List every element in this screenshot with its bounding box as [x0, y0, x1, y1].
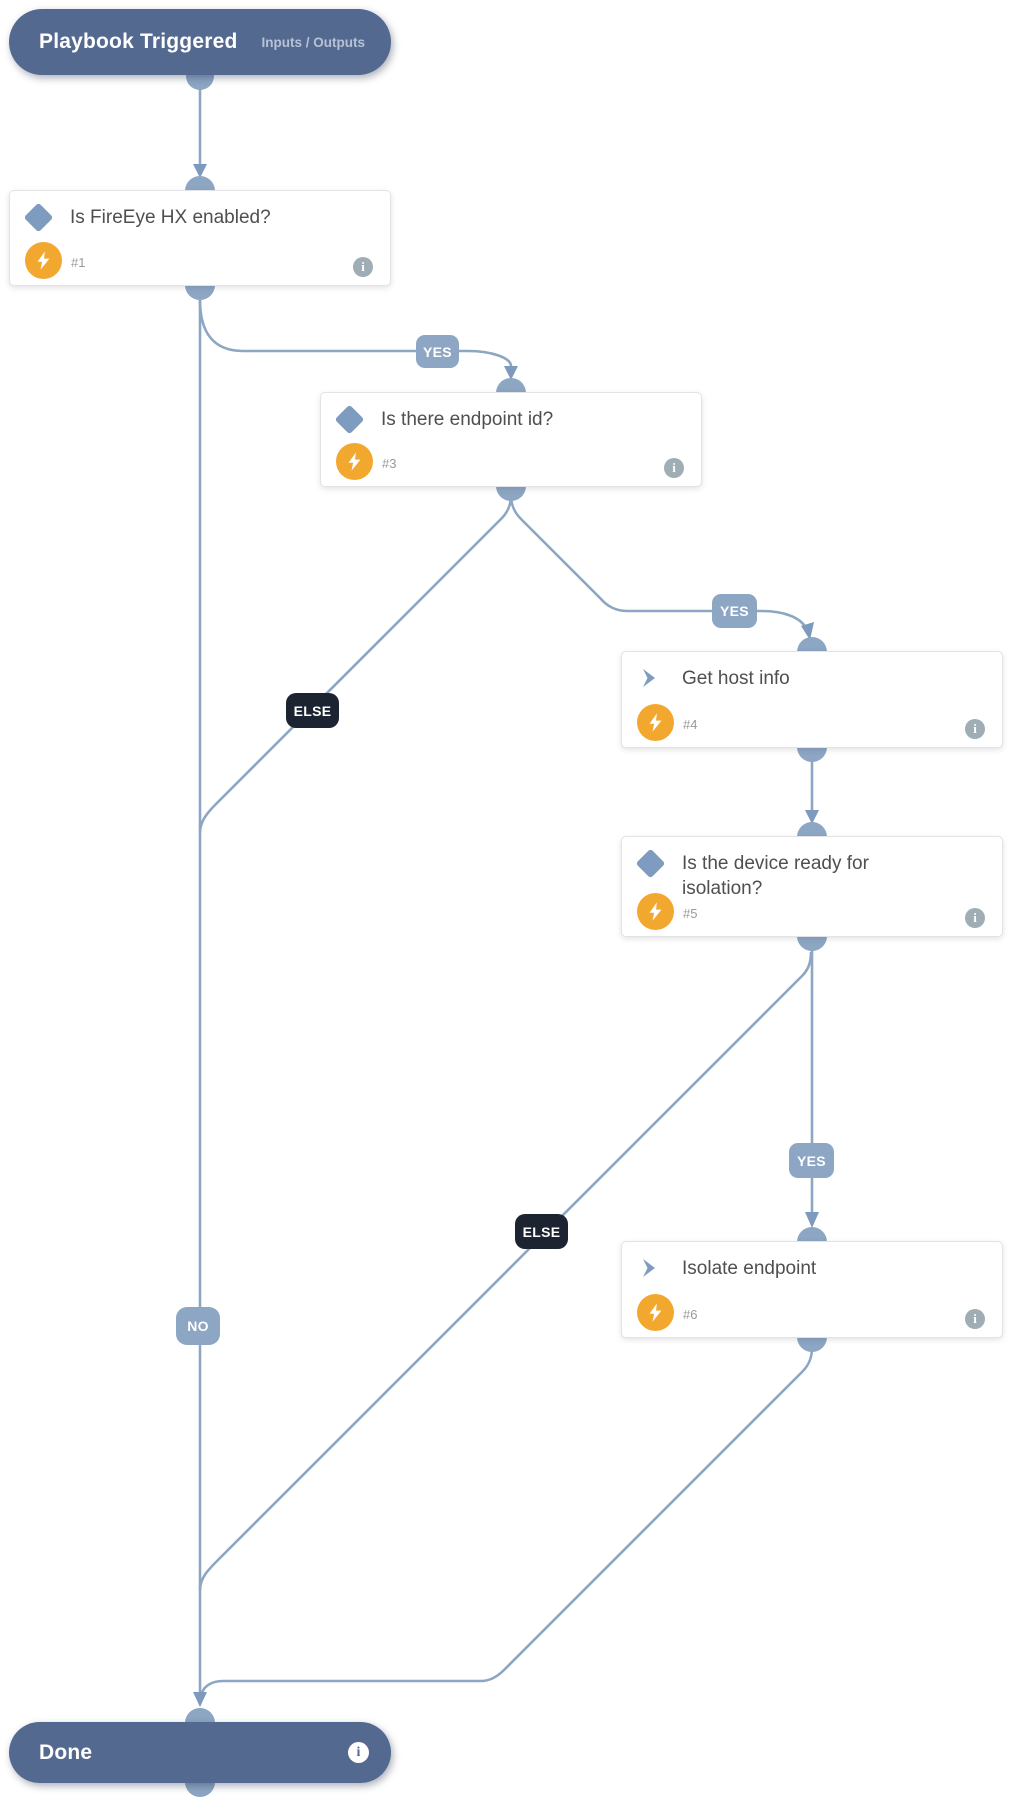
- edge-label-no[interactable]: NO: [176, 1307, 220, 1345]
- lightning-bolt-icon: [637, 893, 674, 930]
- task-title: Get host info: [682, 668, 790, 689]
- inputs-outputs-link[interactable]: Inputs / Outputs: [261, 34, 366, 50]
- playbook-title: Playbook Triggered: [39, 30, 238, 53]
- info-icon[interactable]: i: [348, 1742, 369, 1763]
- task-node-5[interactable]: Is the device ready for isolation? #5 i: [621, 836, 1003, 937]
- arrowhead: [801, 622, 814, 640]
- lightning-bolt-icon: [637, 704, 674, 741]
- task-number: #6: [683, 1307, 698, 1322]
- task-node-4[interactable]: Get host info #4 i: [621, 651, 1003, 748]
- condition-diamond-icon: [334, 404, 364, 434]
- edge-label-else[interactable]: ELSE: [286, 693, 339, 728]
- task-number: #5: [683, 906, 698, 921]
- lightning-bolt-icon: [637, 1294, 674, 1331]
- done-title: Done: [39, 1740, 93, 1764]
- arrowhead: [805, 810, 819, 824]
- task-node-6[interactable]: Isolate endpoint #6 i: [621, 1241, 1003, 1338]
- arrowhead: [805, 1212, 819, 1228]
- edge-yes-node1-node3: [198, 299, 513, 367]
- condition-diamond-icon: [635, 848, 665, 878]
- edge-yes-node3-node4: [509, 494, 808, 629]
- task-node-3[interactable]: Is there endpoint id? #3 i: [320, 392, 702, 487]
- task-title: Is there endpoint id?: [381, 409, 554, 430]
- edge-label-yes[interactable]: YES: [416, 335, 459, 368]
- task-number: #3: [382, 456, 397, 471]
- task-title: Is FireEye HX enabled?: [70, 207, 271, 228]
- lightning-bolt-icon: [336, 443, 373, 480]
- task-number: #4: [683, 717, 698, 732]
- info-icon[interactable]: i: [664, 458, 684, 478]
- done-node[interactable]: Done i: [9, 1722, 391, 1783]
- task-chevron-icon: [637, 665, 663, 691]
- task-node-1[interactable]: Is FireEye HX enabled? #1 i: [9, 190, 391, 286]
- edge-node6-done: [200, 1347, 814, 1694]
- info-icon[interactable]: i: [965, 908, 985, 928]
- arrowhead: [193, 1692, 207, 1707]
- playbook-triggered-header[interactable]: Playbook Triggered Inputs / Outputs: [9, 9, 391, 75]
- edge-else-node5-trunk: [198, 951, 813, 1591]
- arrowhead: [193, 164, 207, 178]
- info-icon[interactable]: i: [965, 719, 985, 739]
- task-chevron-icon: [637, 1255, 663, 1281]
- arrowhead: [504, 366, 518, 380]
- edge-label-yes[interactable]: YES: [712, 594, 757, 628]
- task-title: Isolate endpoint: [682, 1258, 817, 1279]
- edge-label-else[interactable]: ELSE: [515, 1214, 568, 1249]
- condition-diamond-icon: [23, 202, 53, 232]
- info-icon[interactable]: i: [965, 1309, 985, 1329]
- lightning-bolt-icon: [25, 242, 62, 279]
- task-number: #1: [71, 255, 86, 270]
- task-title: Is the device ready for isolation?: [682, 853, 869, 899]
- info-icon[interactable]: i: [353, 257, 373, 277]
- edge-else-node3-trunk: [198, 494, 513, 834]
- edge-label-yes[interactable]: YES: [789, 1143, 834, 1178]
